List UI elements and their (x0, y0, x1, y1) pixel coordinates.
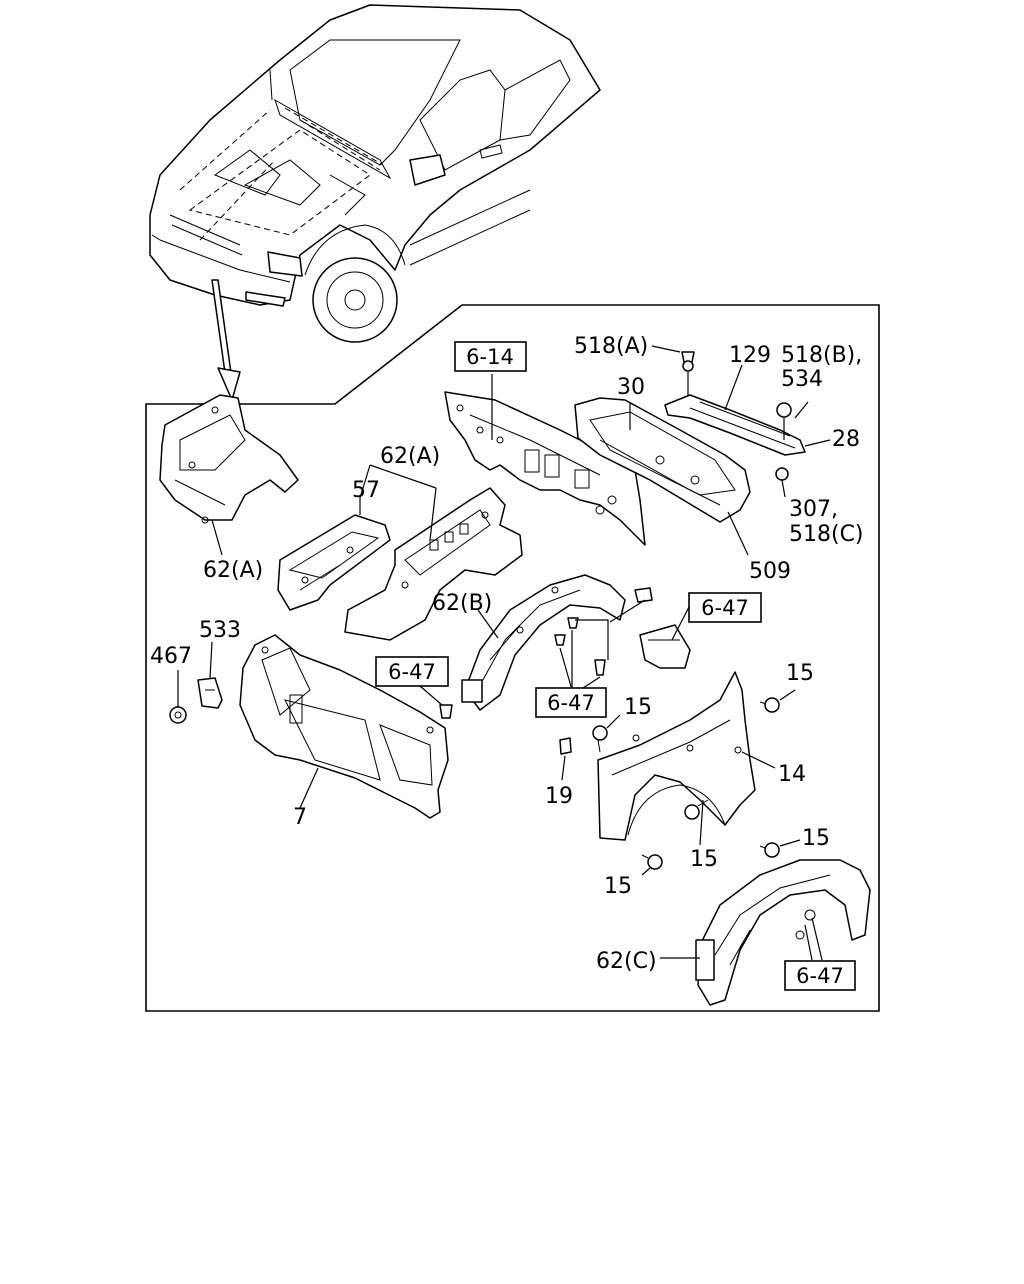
part-62b-inner-fender (461, 574, 626, 711)
fastener-518a (651, 345, 695, 395)
callout-labels: 518(A) 129 518(B), 534 30 28 307, 518(C)… (150, 334, 864, 974)
part-129-cowl-grille (664, 364, 831, 456)
callout-15-bottom-right: 15 (802, 826, 830, 851)
callout-534: 534 (781, 367, 823, 392)
callout-518c: 518(C) (789, 522, 864, 547)
callout-57: 57 (352, 478, 380, 503)
callout-307: 307, (789, 497, 838, 522)
ref-6-47-a-label: 6-47 (701, 596, 749, 620)
callout-518b: 518(B), (781, 343, 862, 368)
vehicle-overview (149, 4, 601, 401)
callout-62c: 62(C) (596, 949, 657, 974)
bolt-15-top-mid (592, 714, 621, 753)
callout-62a-left: 62(A) (203, 558, 263, 583)
callout-7: 7 (293, 805, 307, 830)
callout-518a: 518(A) (574, 334, 648, 359)
part-62a-left-shield (159, 394, 299, 556)
callout-62a-top: 62(A) (380, 444, 440, 469)
ref-box-6-47-a[interactable]: 6-47 (688, 592, 762, 623)
callout-15-mid: 15 (690, 847, 718, 872)
callout-509: 509 (749, 559, 791, 584)
ref-box-6-47-c[interactable]: 6-47 (535, 687, 607, 718)
clip-6-47-left (419, 685, 453, 719)
callout-129: 129 (729, 343, 771, 368)
part-57-bracket (277, 498, 391, 611)
part-7-radiator-support (239, 634, 449, 819)
ref-6-47-c-label: 6-47 (547, 691, 595, 715)
ref-6-47-d-label: 6-47 (796, 964, 844, 988)
part-30-cowl-panel (574, 397, 751, 556)
part-62a-apron (344, 464, 523, 641)
fastener-307 (775, 467, 789, 498)
callout-15-bottom-left: 15 (604, 874, 632, 899)
part-14-fender (597, 671, 776, 846)
bolt-15-bottom-right (759, 839, 801, 858)
bolt-15-bottom-left (641, 854, 663, 876)
callout-19: 19 (545, 784, 573, 809)
ref-6-47-b-label: 6-47 (388, 660, 436, 684)
ref-box-6-47-d[interactable]: 6-47 (784, 960, 856, 991)
part-mud-flap-bracket (609, 587, 691, 669)
callout-15-top-right: 15 (786, 661, 814, 686)
callout-62b: 62(B) (432, 591, 492, 616)
ref-6-14-label: 6-14 (466, 345, 514, 369)
part-62c-inner-fender (660, 859, 871, 1006)
fastener-534 (776, 401, 809, 440)
detail-frame (145, 304, 880, 1012)
part-533-bracket (197, 641, 223, 709)
part-19-pad (559, 737, 572, 781)
callout-28: 28 (832, 427, 860, 452)
callout-467: 467 (150, 644, 192, 669)
callout-15-top-mid: 15 (624, 695, 652, 720)
callout-30: 30 (617, 375, 645, 400)
callout-14: 14 (778, 762, 806, 787)
ref-box-6-14[interactable]: 6-14 (454, 341, 527, 372)
bolt-15-mid (684, 799, 709, 820)
part-467-clip (169, 670, 187, 724)
ref-box-6-47-b[interactable]: 6-47 (375, 656, 449, 687)
callout-533: 533 (199, 618, 241, 643)
bolt-15-top-right (759, 689, 796, 713)
clips-6-47-center (554, 617, 609, 691)
